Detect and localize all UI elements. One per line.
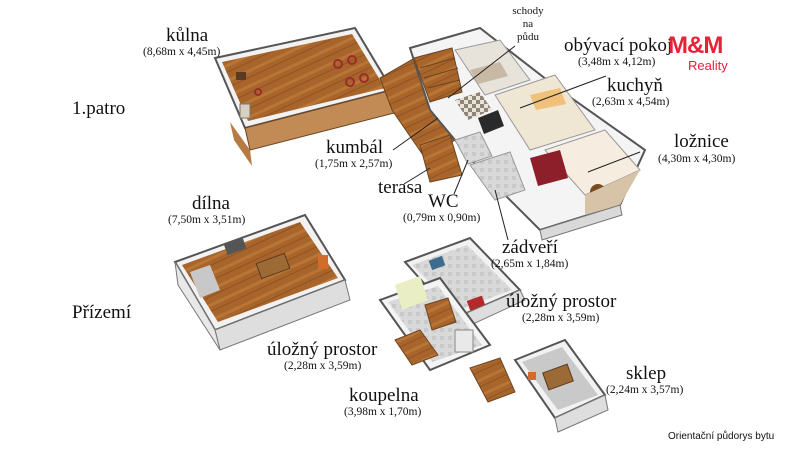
room-name-sklep: sklep	[626, 363, 667, 384]
room-name-loznice: ložnice	[674, 131, 729, 152]
room-dims-obyvaci-pokoj: (3,48m x 4,12m)	[578, 56, 656, 68]
room-name-kulna: kůlna	[166, 25, 209, 46]
room-name-obyvaci-pokoj: obývací pokoj	[564, 35, 673, 56]
leader-lines	[392, 45, 641, 241]
room-dims-dilna: (7,50m x 3,51m)	[168, 214, 246, 226]
footer-note: Orientační půdorys bytu	[668, 431, 775, 442]
stairs-note-line2: na	[522, 18, 534, 30]
logo-mark: M&M	[668, 32, 723, 59]
room-name-wc: WC	[428, 191, 459, 212]
room-name-kuchyn: kuchyň	[607, 75, 663, 96]
room-dims-kumbal: (1,75m x 2,57m)	[315, 158, 393, 170]
floor-label-ground: Přízemí	[72, 302, 132, 323]
logo-sub: Reality	[688, 58, 728, 73]
stairs-note: schody na půdu	[508, 5, 548, 44]
stairs-note-line3: půdu	[517, 31, 539, 43]
room-dims-kulna: (8,68m x 4,45m)	[143, 46, 221, 58]
dilna-block	[173, 213, 351, 351]
room-dims-kuchyn: (2,63m x 4,54m)	[592, 96, 670, 108]
mm-reality-logo: M&M Reality	[668, 32, 738, 76]
room-dims-ulozny-prostor-right: (2,28m x 3,59m)	[522, 312, 600, 324]
room-name-kumbal: kumbál	[326, 137, 383, 158]
room-dims-wc: (0,79m x 0,90m)	[403, 212, 481, 224]
room-name-koupelna: koupelna	[349, 385, 419, 406]
room-name-ulozny-prostor-left: úložný prostor	[267, 339, 378, 360]
upper-house-block	[408, 26, 647, 241]
room-name-zadveri: zádveří	[502, 237, 558, 258]
room-dims-loznice: (4,30m x 4,30m)	[658, 153, 736, 165]
ground-house-block	[378, 236, 526, 403]
floor-label-upper: 1.patro	[72, 98, 126, 119]
room-name-dilna: dílna	[192, 193, 230, 214]
stairs-note-line1: schody	[512, 5, 544, 17]
room-dims-ulozny-prostor-left: (2,28m x 3,59m)	[284, 360, 362, 372]
room-name-terasa: terasa	[378, 177, 423, 198]
room-dims-koupelna: (3,98m x 1,70m)	[344, 406, 422, 418]
room-name-ulozny-prostor-right: úložný prostor	[506, 291, 617, 312]
sklep-block	[513, 338, 609, 433]
room-dims-zadveri: (2,65m x 1,84m)	[491, 258, 569, 270]
room-dims-sklep: (2,24m x 3,57m)	[606, 384, 684, 396]
